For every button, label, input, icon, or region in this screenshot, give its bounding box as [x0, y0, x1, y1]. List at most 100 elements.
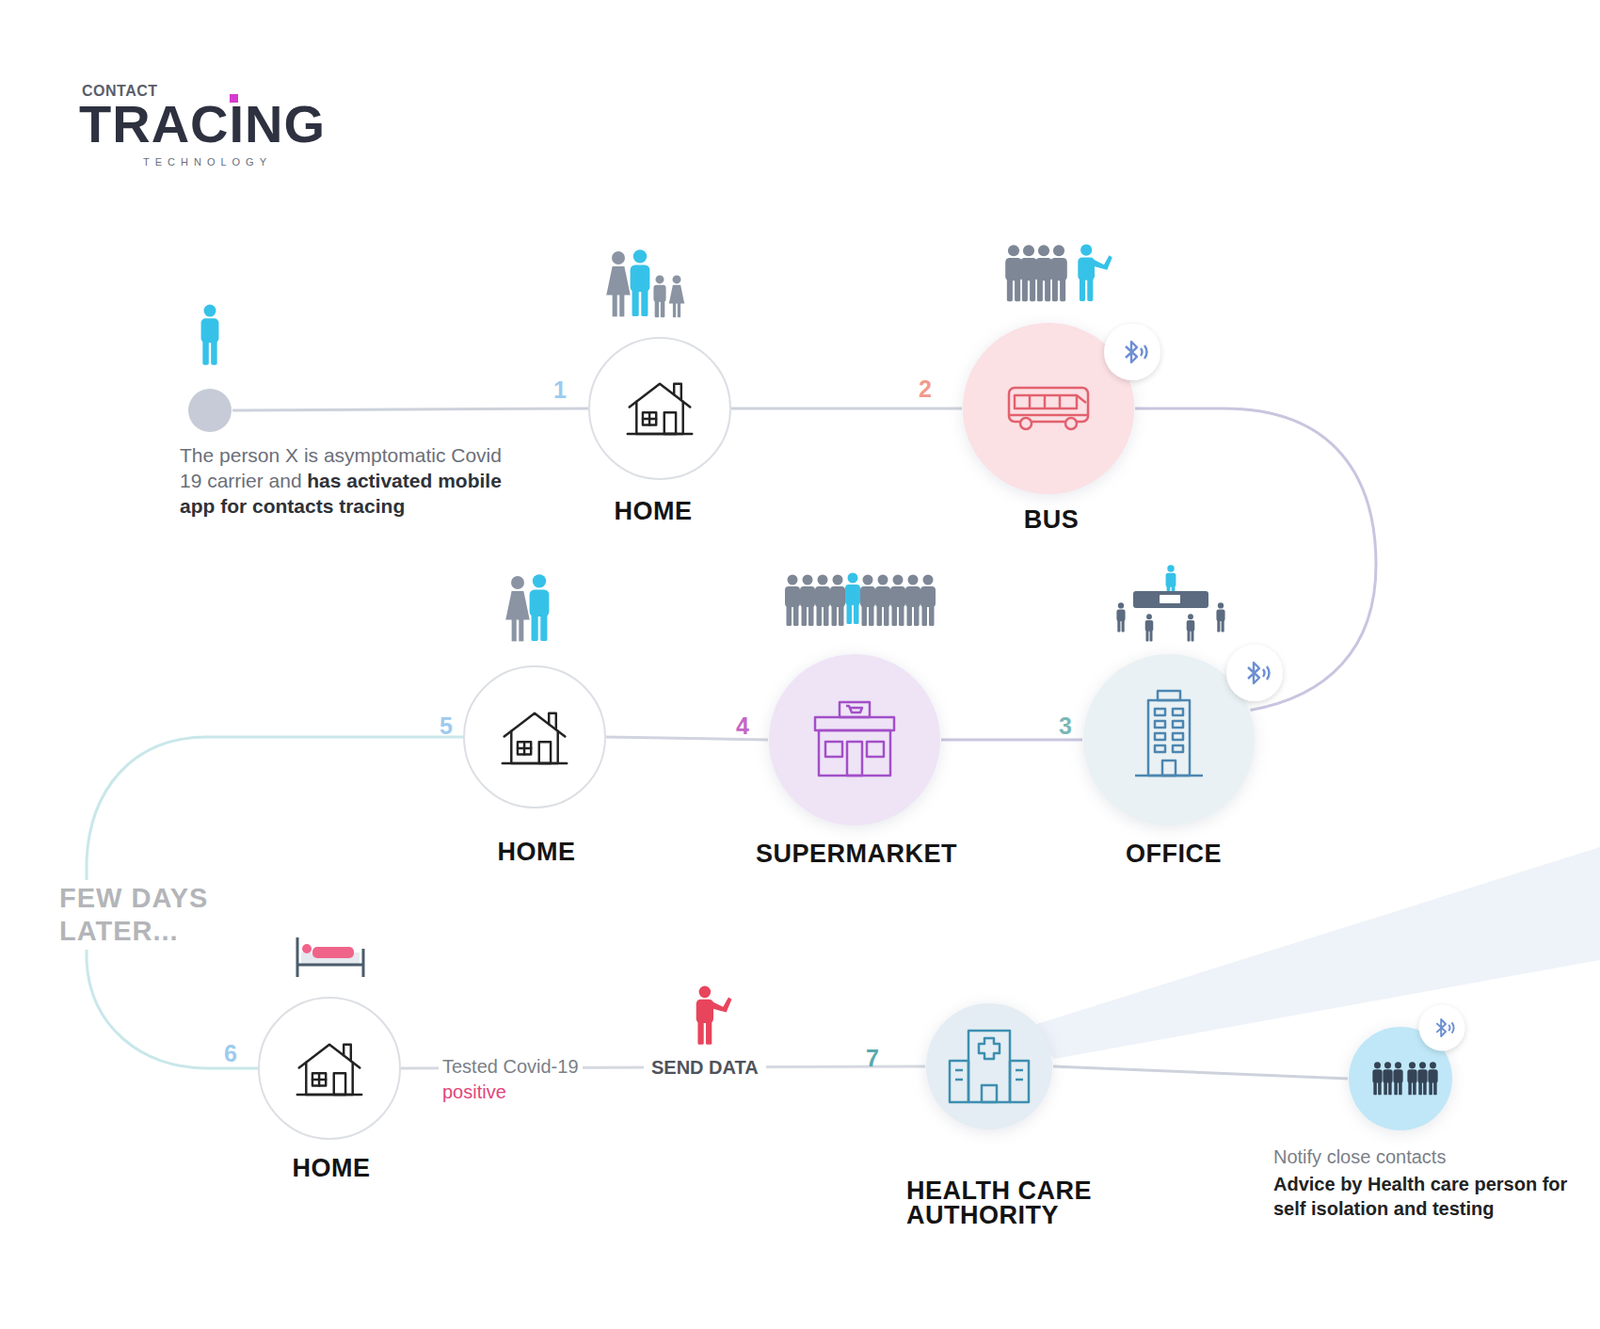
crowd-icon	[905, 575, 921, 627]
node-outline	[1082, 653, 1256, 827]
commuters-icon	[1035, 244, 1053, 302]
hospital-icon	[968, 1030, 1010, 1103]
node-outline	[257, 996, 401, 1140]
supermarket-icon	[815, 717, 895, 731]
bus-icon	[1008, 387, 1088, 422]
node-label: SUPERMARKET	[734, 839, 979, 869]
bus-icon	[1014, 395, 1077, 409]
node-outline	[463, 665, 607, 809]
supermarket-icon	[825, 741, 843, 757]
node-outline	[588, 336, 732, 480]
edge-label: SEND DATA	[643, 1056, 767, 1079]
bus-icon	[1008, 387, 1088, 430]
family-icon	[606, 251, 630, 317]
node-circle	[464, 666, 606, 808]
house-icon	[627, 384, 692, 434]
bluetooth-badge	[1419, 1005, 1466, 1052]
couple-icon	[529, 574, 550, 641]
contacts-circle: Notify close contactsAdvice by Health ca…	[1347, 1025, 1454, 1132]
node-circle	[589, 337, 731, 480]
person-icon	[696, 986, 733, 1045]
family-icon	[653, 274, 666, 318]
couple-icon	[505, 574, 549, 641]
meeting-icon	[1216, 602, 1225, 632]
text-block: The person X is asymptomatic Covid 19 ca…	[179, 442, 524, 519]
place-circle: SUPERMARKET	[768, 653, 942, 827]
light-beam	[1030, 847, 1600, 1059]
family-icon	[606, 249, 685, 318]
crowd-icon	[815, 575, 831, 627]
supermarket-icon	[866, 741, 884, 757]
hospital-icon	[955, 1070, 1024, 1080]
node-label: HOME	[237, 1153, 426, 1184]
bed-icon	[297, 937, 364, 977]
commuters-icon	[1050, 244, 1068, 302]
crowd-icon	[830, 575, 846, 627]
bed-icon	[297, 937, 364, 977]
office-icon	[1154, 708, 1166, 716]
hospital-icon	[1009, 1060, 1029, 1103]
meeting-icon	[1159, 594, 1181, 604]
node-circle	[1083, 654, 1255, 826]
bluetooth-badge	[1226, 644, 1283, 702]
meeting-icon	[1186, 613, 1196, 641]
office-icon	[1172, 720, 1184, 728]
bus-icon	[1020, 417, 1032, 430]
bus-icon	[1076, 395, 1087, 403]
step-number: 5	[439, 712, 453, 740]
node-outline	[961, 321, 1136, 496]
place-circle: BUS	[961, 321, 1136, 496]
office-icon	[1154, 733, 1166, 740]
edge-label: FEW DAYS LATER...	[59, 880, 229, 950]
node-circle	[258, 997, 400, 1139]
node-label: BUS	[957, 505, 1146, 535]
office-icon	[1172, 733, 1184, 740]
meeting-icon	[1116, 602, 1125, 632]
supermarket-icon	[839, 702, 870, 718]
commuters-icon	[1005, 244, 1023, 302]
house-icon	[297, 1044, 362, 1095]
node-circle	[962, 322, 1135, 495]
step-number: 6	[224, 1040, 238, 1068]
logo-text: TECHNOLOGY	[143, 156, 272, 168]
logo-text: TRACING	[79, 97, 326, 151]
hospital-icon	[978, 1038, 1000, 1059]
crowd-icon	[920, 575, 936, 627]
place-circle: HOME	[588, 336, 732, 480]
commuters-icon	[1020, 244, 1038, 302]
place-circle: OFFICE	[1082, 653, 1256, 827]
meeting-icon	[1166, 564, 1177, 600]
contacts-icon	[1382, 1061, 1392, 1095]
office-icon	[1172, 708, 1184, 716]
contacts-icon	[1392, 1061, 1403, 1095]
connector	[232, 408, 589, 411]
node-outline	[1347, 1025, 1454, 1132]
bed-icon	[312, 946, 354, 959]
crowd-icon	[800, 575, 816, 627]
supermarket-icon	[815, 702, 895, 776]
connector	[1053, 1066, 1348, 1079]
node-circle	[188, 388, 232, 432]
step-number: 1	[553, 376, 567, 404]
supermarket-icon	[818, 730, 891, 776]
node-circle	[926, 1003, 1053, 1130]
office-icon	[1135, 690, 1203, 776]
crowd-icon	[784, 575, 800, 627]
contacts-icon	[1427, 1061, 1438, 1095]
node-label: Advice by Health care person for self is…	[1273, 1171, 1594, 1221]
node-label: Notify close contacts	[1273, 1146, 1446, 1168]
node-label: HEALTH CARE AUTHORITY	[906, 1178, 1133, 1228]
bed-icon	[301, 952, 360, 964]
house-icon	[502, 713, 567, 764]
crowd-icon	[784, 573, 936, 627]
crowd-icon	[860, 575, 876, 627]
step-number: 2	[918, 375, 932, 403]
node-circle	[1348, 1026, 1453, 1131]
bluetooth-badge	[1104, 323, 1161, 381]
hospital-icon	[981, 1085, 997, 1103]
